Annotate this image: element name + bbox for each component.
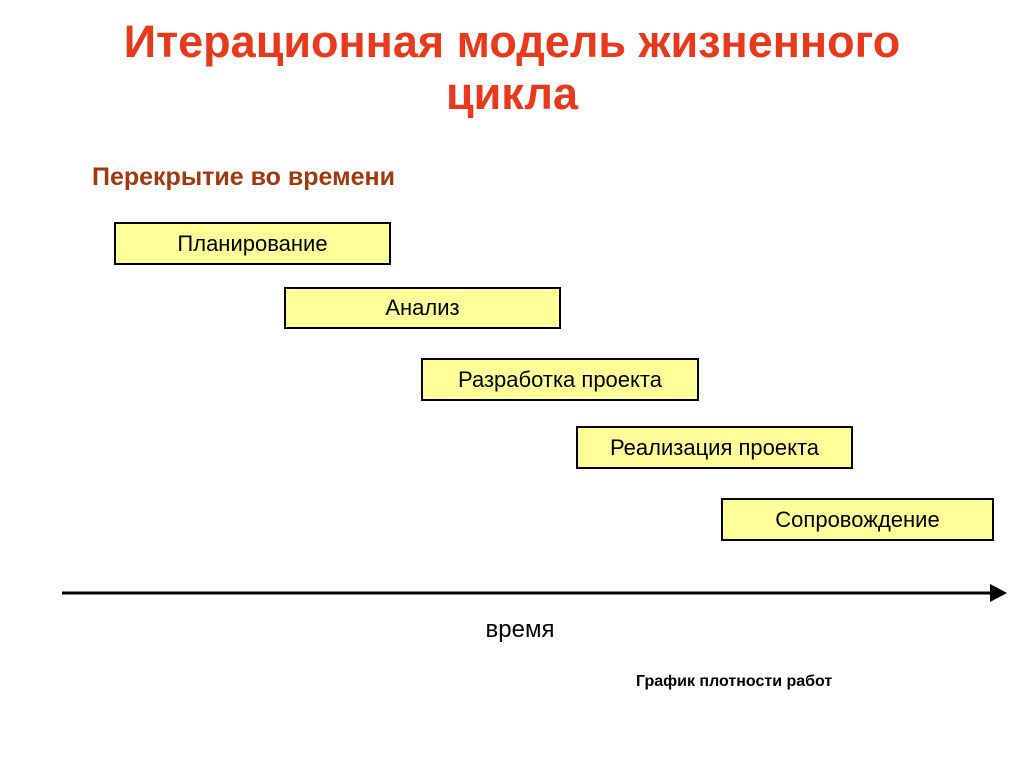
stage-box-planning: Планирование — [114, 222, 391, 265]
stage-label: Реализация проекта — [609, 434, 820, 460]
stage-box-project-development: Разработка проекта — [421, 358, 699, 401]
slide-title: Итерационная модель жизненного цикла — [0, 16, 1024, 120]
stage-label: Разработка проекта — [458, 366, 662, 392]
density-chart-caption: График плотности работ — [636, 673, 833, 690]
stage-box-project-implementation: Реализация проекта — [576, 426, 853, 469]
time-axis-arrow-icon — [62, 584, 1007, 602]
stage-box-maintenance: Сопровождение — [721, 498, 994, 541]
time-axis-label: время — [485, 616, 555, 643]
stage-label: Сопровождение — [775, 506, 940, 532]
stage-box-analysis: Анализ — [284, 287, 561, 329]
stage-label: Анализ — [385, 295, 460, 320]
section-heading: Перекрытие во времени — [92, 163, 395, 191]
stage-label: Планирование — [177, 230, 328, 256]
slide-title-text: Итерационная модель жизненного цикла — [123, 16, 901, 120]
